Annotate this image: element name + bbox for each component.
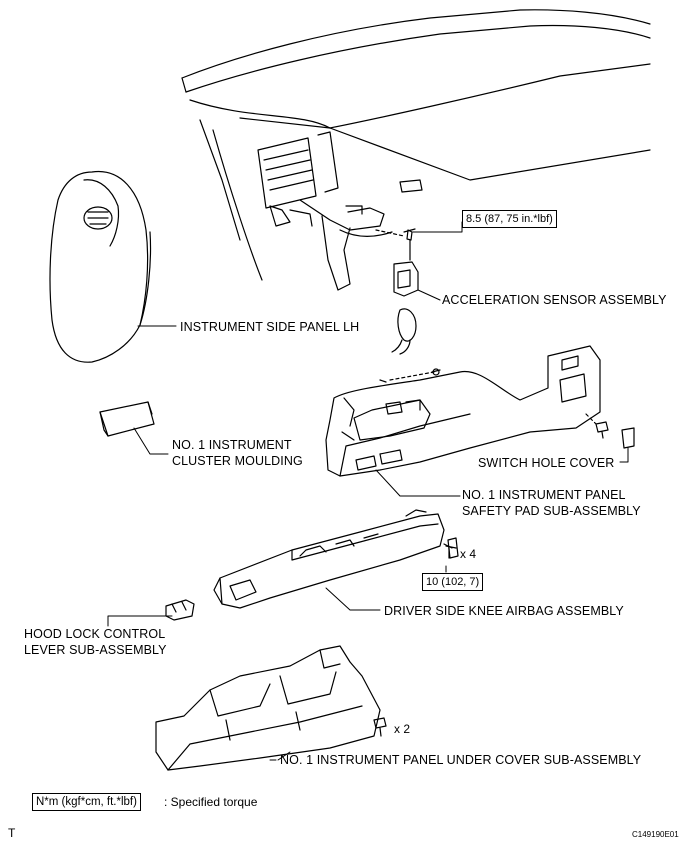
airbag-bolt-quantity: x 4 <box>460 547 477 561</box>
dashboard-drawing <box>181 9 651 291</box>
under-cover-bolt-quantity: x 2 <box>394 722 411 736</box>
hood-lock-label-line1: HOOD LOCK CONTROL <box>24 627 166 641</box>
cluster-moulding-label-line2: CLUSTER MOULDING <box>172 454 303 468</box>
figure-code: C149190E01 <box>632 830 679 839</box>
under-cover-label: NO. 1 INSTRUMENT PANEL UNDER COVER SUB-A… <box>280 753 642 767</box>
fastener-drawings <box>373 545 457 737</box>
knee-airbag-drawing <box>213 509 459 609</box>
hood-lock-lever-drawing <box>165 599 195 621</box>
switch-hole-cover-drawing <box>585 413 635 449</box>
instrument-side-panel-label: INSTRUMENT SIDE PANEL LH <box>180 320 360 334</box>
cluster-moulding-label-line1: NO. 1 INSTRUMENT <box>172 438 292 452</box>
knee-airbag-label: DRIVER SIDE KNEE AIRBAG ASSEMBLY <box>384 604 624 618</box>
cluster-moulding-drawing <box>99 401 155 437</box>
instrument-side-panel-drawing <box>49 170 152 363</box>
hood-lock-label-line2: LEVER SUB-ASSEMBLY <box>24 643 167 657</box>
switch-hole-cover-label: SWITCH HOLE COVER <box>478 456 615 470</box>
torque-units-legend-box: N*m (kgf*cm, ft.*lbf) <box>32 793 141 811</box>
under-cover-drawing <box>155 645 381 771</box>
safety-pad-drawing <box>325 345 601 477</box>
safety-pad-label-line2: SAFETY PAD SUB-ASSEMBLY <box>462 504 641 518</box>
acceleration-sensor-drawing <box>391 228 419 355</box>
airbag-bolt-torque-box: 10 (102, 7) <box>422 573 484 591</box>
footer-mark: T <box>8 826 16 840</box>
torque-legend-text: : Specified torque <box>164 795 258 809</box>
leader-lines <box>107 221 629 761</box>
safety-pad-label-line1: NO. 1 INSTRUMENT PANEL <box>462 488 626 502</box>
sensor-bolt-torque-box: 8.5 (87, 75 in.*lbf) <box>462 210 557 228</box>
acceleration-sensor-label: ACCELERATION SENSOR ASSEMBLY <box>442 293 667 307</box>
